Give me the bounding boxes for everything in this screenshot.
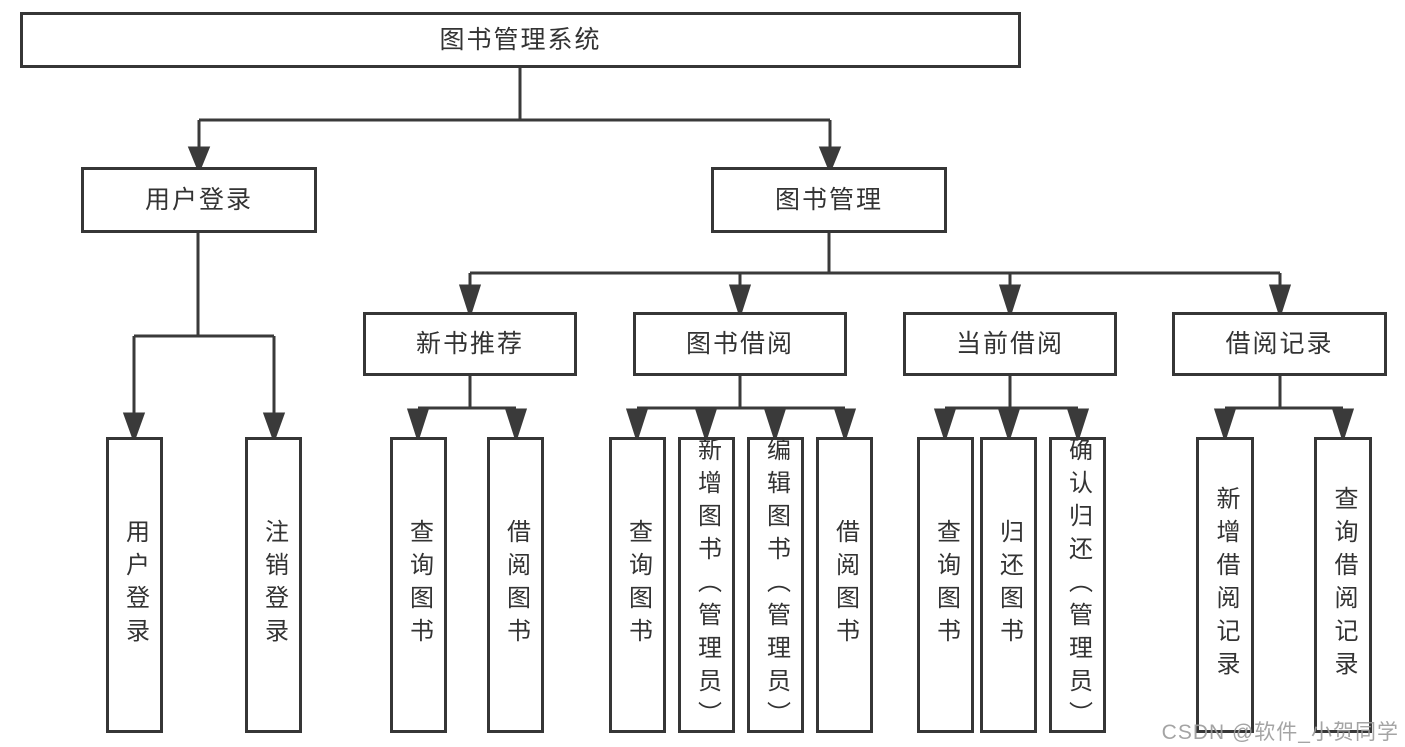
node-label: 新增借阅记录 — [1212, 486, 1239, 684]
arrow-down-icon — [458, 284, 482, 319]
leaf-user-login: 用户登录 — [106, 437, 163, 733]
node-label: 图书管理 — [774, 185, 883, 214]
arrow-down-icon — [833, 408, 857, 443]
connector-user-login-children — [122, 233, 286, 444]
node-label: 借阅图书 — [831, 519, 859, 651]
leaf-query-borrow-record: 查询借阅记录 — [1314, 437, 1372, 733]
arrow-down-icon — [625, 408, 649, 443]
node-label: 新增图书（管理员） — [693, 436, 721, 734]
node-new-book-recommend: 新书推荐 — [363, 312, 577, 376]
node-label: 用户登录 — [144, 185, 253, 214]
connector-borrow-records-children — [1213, 376, 1355, 443]
leaf-borrow-books-recommend: 借阅图书 — [487, 437, 544, 733]
node-label: 当前借阅 — [955, 329, 1064, 358]
leaf-edit-book-admin: 编辑图书（管理员） — [747, 436, 804, 734]
csdn-watermark: CSDN @软件_小贺同学 — [1161, 721, 1399, 744]
arrow-down-icon — [997, 408, 1021, 443]
node-label: 图书管理系统 — [439, 25, 602, 54]
node-label: 查询图书 — [405, 519, 433, 651]
node-label: 确认归还（管理员） — [1064, 436, 1092, 734]
node-label: 新书推荐 — [415, 329, 524, 358]
arrow-down-icon — [262, 412, 286, 444]
arrow-down-icon — [1331, 408, 1355, 443]
node-label: 注销登录 — [260, 519, 288, 651]
node-label: 借阅记录 — [1225, 329, 1334, 358]
arrow-down-icon — [1268, 284, 1292, 319]
arrow-down-icon — [1066, 408, 1090, 443]
leaf-return-book: 归还图书 — [980, 437, 1037, 733]
node-user-login-branch: 用户登录 — [81, 167, 317, 233]
arrow-down-icon — [504, 408, 528, 443]
node-label: 查询借阅记录 — [1330, 486, 1357, 684]
node-book-borrow: 图书借阅 — [633, 312, 847, 376]
arrow-down-icon — [728, 284, 752, 319]
node-book-management-branch: 图书管理 — [711, 167, 947, 233]
leaf-query-books-current: 查询图书 — [917, 437, 974, 733]
arrow-down-icon — [998, 284, 1022, 319]
arrow-down-icon — [694, 408, 718, 443]
connector-new-book-recommend-children — [406, 376, 528, 443]
arrow-down-icon — [122, 412, 146, 444]
node-borrow-records: 借阅记录 — [1172, 312, 1387, 376]
node-library-management-system: 图书管理系统 — [20, 12, 1021, 68]
arrow-down-icon — [187, 146, 211, 174]
arrow-down-icon — [1213, 408, 1237, 443]
node-label: 编辑图书（管理员） — [762, 436, 790, 734]
leaf-query-books-borrow: 查询图书 — [609, 437, 666, 733]
leaf-logout: 注销登录 — [245, 437, 302, 733]
arrow-down-icon — [406, 408, 430, 443]
node-current-borrow: 当前借阅 — [903, 312, 1117, 376]
leaf-add-book-admin: 新增图书（管理员） — [678, 436, 735, 734]
node-label: 图书借阅 — [685, 329, 794, 358]
arrow-down-icon — [818, 146, 842, 174]
node-label: 查询图书 — [624, 519, 652, 651]
leaf-borrow-books: 借阅图书 — [816, 437, 873, 733]
leaf-add-borrow-record: 新增借阅记录 — [1196, 437, 1254, 733]
connector-book-borrow-children — [625, 376, 857, 443]
connector-book-management-modules — [458, 233, 1292, 319]
node-label: 查询图书 — [932, 519, 960, 651]
leaf-confirm-return-admin: 确认归还（管理员） — [1049, 436, 1106, 734]
connector-current-borrow-children — [933, 376, 1090, 443]
node-label: 借阅图书 — [502, 519, 530, 651]
node-label: 用户登录 — [121, 519, 149, 651]
leaf-query-books-recommend: 查询图书 — [390, 437, 447, 733]
arrow-down-icon — [933, 408, 957, 443]
node-label: 归还图书 — [995, 519, 1023, 651]
connector-root-to-level1 — [187, 67, 842, 174]
arrow-down-icon — [763, 408, 787, 443]
